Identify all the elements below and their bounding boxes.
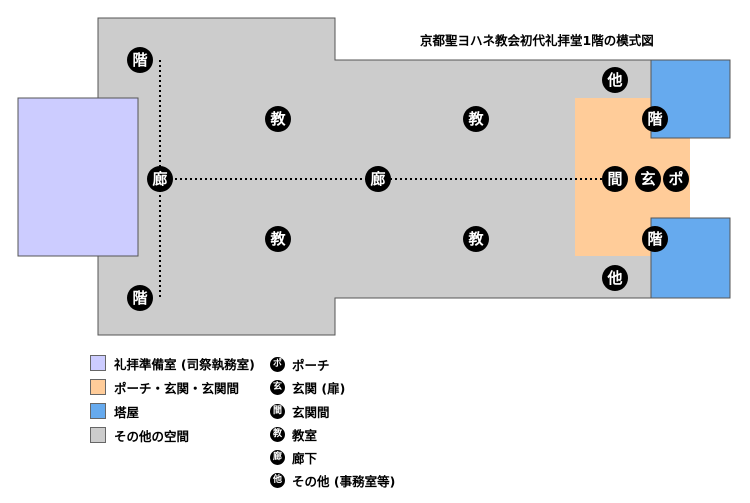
legend-label: その他の空間 bbox=[114, 428, 190, 444]
classroom-badge-3: 教 bbox=[265, 226, 291, 252]
legend-label: その他 (事務室等) bbox=[292, 473, 396, 489]
legend-color-item: ポーチ・玄関・玄関間 bbox=[90, 378, 239, 396]
legend-symbol-item: 教 教室 bbox=[270, 425, 317, 443]
legend-color-item: 塔屋 bbox=[90, 402, 139, 420]
legend-symbol: 玄 bbox=[270, 379, 285, 395]
legend-symbol: 他 bbox=[270, 472, 285, 488]
legend-swatch-other bbox=[90, 427, 106, 443]
genkan-ma-badge: 間 bbox=[602, 166, 628, 192]
legend-swatch-preparation bbox=[90, 355, 106, 371]
entrance-notch bbox=[690, 138, 732, 218]
classroom-badge-4: 教 bbox=[463, 226, 489, 252]
legend-swatch-tower bbox=[90, 403, 106, 419]
legend-symbol: 間 bbox=[270, 403, 285, 419]
preparation-room bbox=[17, 97, 139, 257]
classroom-badge-2: 教 bbox=[463, 106, 489, 132]
legend-label: 玄関間 bbox=[292, 404, 330, 420]
other-badge-top: 他 bbox=[602, 67, 628, 93]
legend-symbol: 廊 bbox=[270, 449, 285, 465]
legend-label: 教室 bbox=[292, 427, 318, 443]
corridor-badge-left: 廊 bbox=[147, 166, 173, 192]
other-badge-bottom: 他 bbox=[602, 265, 628, 291]
legend-symbol-item: ポ ポーチ bbox=[270, 355, 330, 373]
legend-label: 塔屋 bbox=[114, 404, 140, 420]
legend-symbol-item: 玄 玄関 (扉) bbox=[270, 378, 345, 396]
legend-label: ポーチ bbox=[292, 357, 330, 373]
legend-label: ポーチ・玄関・玄関間 bbox=[114, 380, 240, 396]
legend-label: 玄関 (扉) bbox=[292, 380, 346, 396]
legend-symbol: 教 bbox=[270, 426, 285, 442]
legend-swatch-porch bbox=[90, 379, 106, 395]
diagram-title: 京都聖ヨハネ教会初代礼拝堂1階の模式図 bbox=[420, 33, 654, 48]
legend-color-item: 礼拝準備室 (司祭執務室) bbox=[90, 354, 255, 372]
legend-label: 廊下 bbox=[292, 450, 318, 466]
classroom-badge-1: 教 bbox=[265, 106, 291, 132]
legend-symbol-item: 間 玄関間 bbox=[270, 402, 330, 420]
porch-badge: ポ bbox=[663, 166, 689, 192]
legend-label: 礼拝準備室 (司祭執務室) bbox=[114, 356, 255, 372]
stair-badge-top-right: 階 bbox=[642, 106, 668, 132]
legend-symbol-item: 廊 廊下 bbox=[270, 448, 317, 466]
stair-badge-top-left: 階 bbox=[127, 47, 153, 73]
legend-symbol-item: 他 その他 (事務室等) bbox=[270, 471, 395, 489]
legend-symbol: ポ bbox=[270, 356, 285, 372]
stair-badge-bottom-right: 階 bbox=[642, 226, 668, 252]
genkan-badge: 玄 bbox=[635, 166, 661, 192]
stair-badge-bottom-left: 階 bbox=[127, 285, 153, 311]
corridor-badge-center: 廊 bbox=[365, 166, 391, 192]
legend-color-item: その他の空間 bbox=[90, 426, 189, 444]
